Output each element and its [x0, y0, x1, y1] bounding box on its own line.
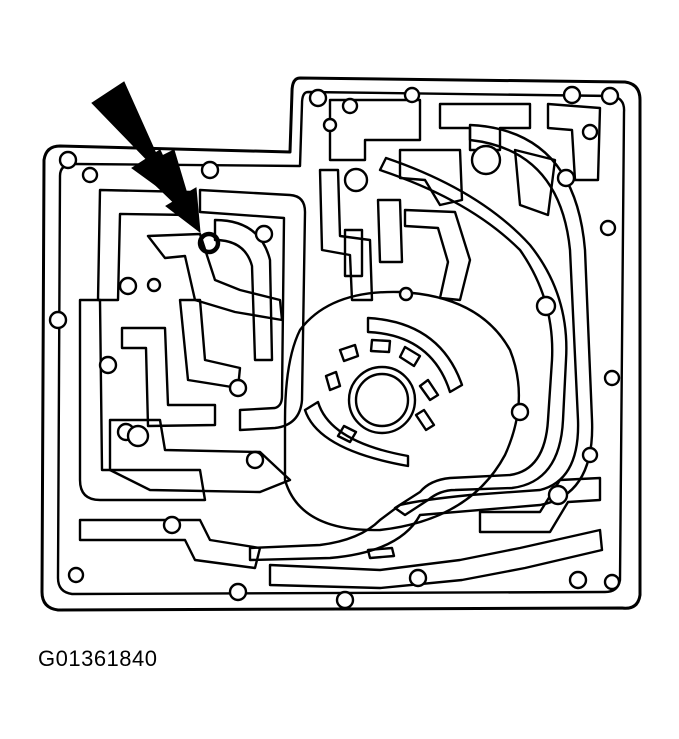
- bore-slot-7: [338, 426, 356, 442]
- left-channel-g: [180, 300, 240, 388]
- hole: [570, 572, 586, 588]
- figure-id-label: G01361840: [38, 646, 158, 671]
- left-channel-c: [122, 328, 215, 426]
- left-channel-f: [215, 220, 272, 360]
- valve-body-separator-plate-diagram: [0, 0, 679, 620]
- left-channel-e: [200, 190, 305, 430]
- bottom-channel-b: [270, 530, 602, 588]
- right-channel-inner: [380, 158, 566, 515]
- bore-arc-lower: [305, 402, 408, 466]
- center-bore-inner: [356, 374, 408, 426]
- right-channel-outer: [250, 125, 592, 560]
- hole: [164, 517, 180, 533]
- hole: [405, 88, 419, 102]
- hole: [100, 357, 116, 373]
- central-bore: [305, 318, 462, 466]
- bore-slot-3: [400, 347, 420, 366]
- bore-slot-5: [416, 410, 434, 430]
- hole: [537, 297, 555, 315]
- hole: [230, 380, 246, 396]
- hole: [202, 162, 218, 178]
- hole: [601, 221, 615, 235]
- hole: [512, 404, 528, 420]
- bottom-channel-c: [480, 478, 600, 532]
- hole: [605, 371, 619, 385]
- bore-slot-6: [326, 372, 340, 390]
- center-channel-d: [405, 210, 470, 300]
- bottom-channel-a: [80, 520, 260, 568]
- hole: [558, 170, 574, 186]
- upper-right-compartment-c: [548, 104, 600, 180]
- upper-right-compartment-b: [440, 104, 530, 150]
- hole: [602, 88, 618, 104]
- hole: [400, 288, 412, 300]
- upper-right-compartment-a: [330, 100, 420, 160]
- hole: [256, 226, 272, 242]
- hole: [148, 279, 160, 291]
- hole: [69, 568, 83, 582]
- hole: [605, 575, 619, 589]
- hole: [345, 169, 367, 191]
- hole: [83, 168, 97, 182]
- hole: [247, 452, 263, 468]
- hole: [343, 99, 357, 113]
- hole: [310, 90, 326, 106]
- hole: [472, 146, 500, 174]
- center-channel-a: [320, 170, 372, 300]
- mounting-holes: [50, 87, 619, 608]
- bore-slot-4: [420, 380, 438, 400]
- hole: [583, 448, 597, 462]
- hole: [128, 426, 148, 446]
- left-channel-h: [110, 420, 290, 492]
- left-channel-d: [80, 300, 205, 500]
- plate-inner-border: [58, 92, 624, 594]
- hole: [410, 570, 426, 586]
- hole: [549, 486, 567, 504]
- bottom-slot: [368, 548, 394, 558]
- callout-arrow-lower: [132, 150, 200, 232]
- hole: [50, 312, 66, 328]
- center-channel-c: [345, 230, 362, 276]
- arrow-pointing-to-seal: [92, 82, 200, 232]
- hole: [120, 278, 136, 294]
- hole: [60, 152, 76, 168]
- hole: [337, 592, 353, 608]
- highlighted-seal: [200, 234, 218, 252]
- upper-right-compartment-d: [400, 150, 462, 205]
- bore-slot-1: [340, 345, 358, 361]
- bore-arc-large: [368, 318, 462, 392]
- center-channel-b: [378, 200, 402, 262]
- plate-outline: [42, 78, 640, 610]
- hole: [324, 119, 336, 131]
- hole: [230, 584, 246, 600]
- hole: [564, 87, 580, 103]
- upper-right-compartment-e: [515, 150, 555, 215]
- bore-slot-2: [371, 340, 390, 352]
- hole: [583, 125, 597, 139]
